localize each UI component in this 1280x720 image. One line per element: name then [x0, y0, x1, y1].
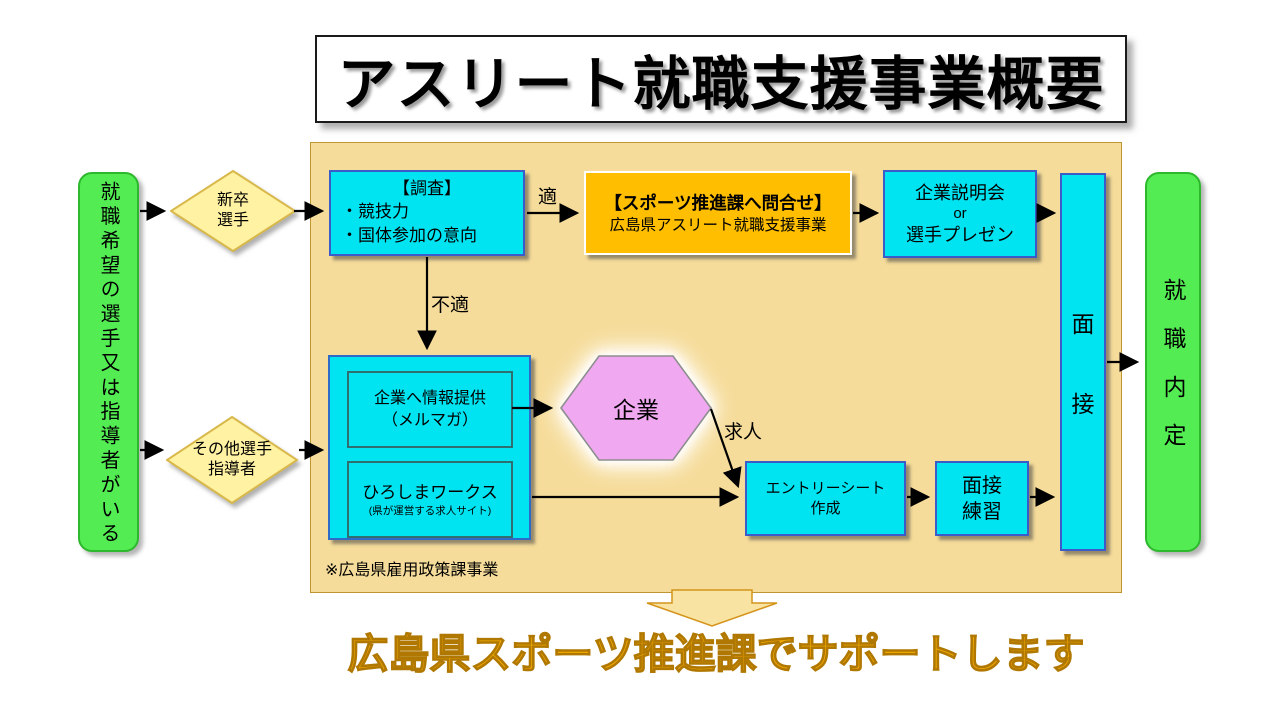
survey-node: 【調査】 ・競技力 ・国体参加の意向: [329, 170, 525, 256]
survey-bullet-1: ・競技力: [341, 202, 409, 221]
entry-sheet-node: エントリーシート 作成: [745, 461, 906, 536]
start-node: 就職希望の選手又は指導者がいる: [78, 172, 139, 552]
info-line2: （メルマガ）: [381, 411, 478, 429]
interview-char2: 接: [1071, 391, 1095, 417]
label-job-offer: 求人: [724, 422, 763, 443]
label-fit: 適: [538, 187, 558, 208]
works-line2: (県が運営する求人サイト): [368, 504, 492, 517]
diamond-shape: [166, 416, 298, 504]
diamond-shape: [170, 170, 296, 252]
decision-other-line1: その他選手: [191, 441, 273, 458]
works-line1: ひろしまワークス: [362, 482, 498, 502]
contact-line1: 【スポーツ推進課へ問合せ】: [604, 192, 832, 213]
survey-bullet-2: ・国体参加の意向: [341, 226, 477, 245]
info-node: 企業へ情報提供 （メルマガ）: [347, 371, 513, 448]
slide-title-box: アスリート就職支援事業概要: [315, 35, 1127, 123]
practice-line1: 面接: [962, 474, 1002, 497]
decision-other-line2: 指導者: [207, 461, 257, 478]
company-label: 企業: [613, 397, 659, 423]
support-container: 企業へ情報提供 （メルマガ） ひろしまワークス (県が運営する求人サイト): [328, 355, 531, 540]
info-line1: 企業へ情報提供: [373, 389, 486, 407]
seminar-line3: 選手プレゼン: [906, 225, 1014, 245]
footnote: ※広島県雇用政策課事業: [325, 562, 499, 579]
down-block-arrow-icon: [640, 589, 785, 629]
decision-new-grad-line2: 選手: [216, 212, 250, 229]
decision-other: その他選手 指導者: [166, 416, 298, 504]
interview-char1: 面: [1071, 311, 1095, 337]
hexagon-shape: [560, 355, 712, 461]
seminar-line2: or: [953, 205, 967, 222]
decision-new-grad-line1: 新卒: [216, 192, 250, 209]
decision-new-grad: 新卒 選手: [170, 170, 296, 252]
practice-node: 面接 練習: [935, 461, 1029, 536]
entry-line2: 作成: [810, 499, 841, 517]
seminar-node: 企業説明会 or 選手プレゼン: [883, 170, 1037, 258]
entry-line1: エントリーシート: [765, 479, 886, 497]
works-node: ひろしまワークス (県が運営する求人サイト): [347, 461, 513, 538]
label-unfit: 不適: [431, 295, 470, 316]
practice-line2: 練習: [962, 500, 1002, 523]
result-node-label: 就職内定: [1160, 278, 1186, 472]
contact-node: 【スポーツ推進課へ問合せ】 広島県アスリート就職支援事業: [584, 171, 852, 255]
survey-heading: 【調査】: [393, 179, 461, 198]
interview-node: 面 接: [1060, 173, 1106, 551]
contact-line2: 広島県アスリート就職支援事業: [609, 216, 827, 234]
seminar-line1: 企業説明会: [915, 183, 1005, 203]
result-node: 就職内定: [1145, 172, 1201, 552]
start-node-label: 就職希望の選手又は指導者がいる: [97, 181, 119, 548]
slide-title: アスリート就職支援事業概要: [337, 52, 1105, 117]
footer-slogan: 広島県スポーツ推進課でサポートします: [347, 630, 1085, 677]
company-node: 企業: [556, 350, 716, 466]
